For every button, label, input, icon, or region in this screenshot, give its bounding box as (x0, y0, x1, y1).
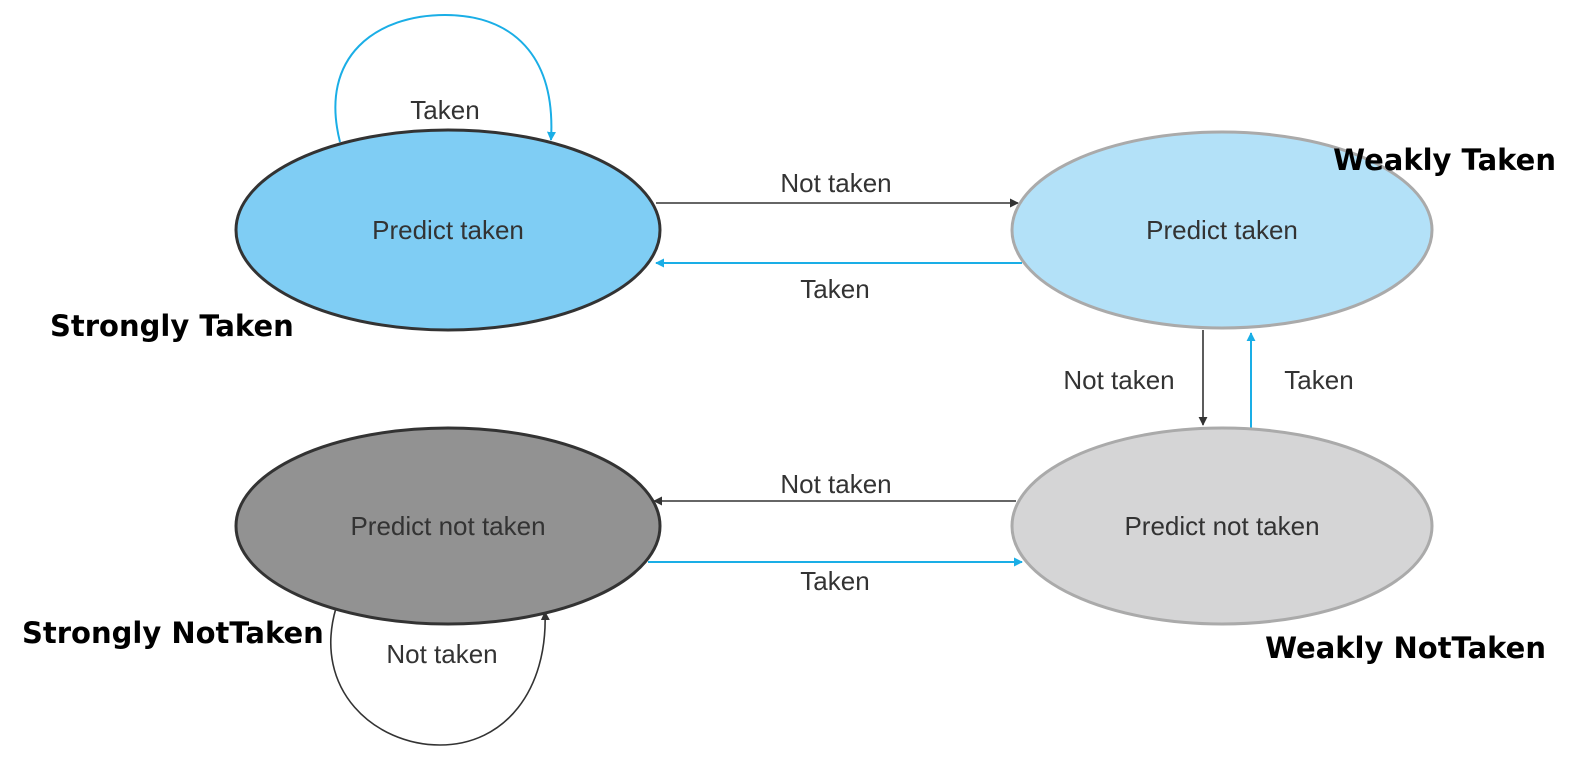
tag-weakly-not-taken: Weakly NotTaken (1265, 631, 1546, 665)
wt-to-wnt-label: Not taken (1063, 365, 1174, 395)
snt-to-wnt-label: Taken (800, 566, 869, 596)
st-self-loop-label: Taken (410, 95, 479, 125)
snt-self-loop-label: Not taken (386, 639, 497, 669)
state-strongly-taken-label: Predict taken (372, 215, 524, 245)
wnt-to-wt-label: Taken (1284, 365, 1353, 395)
state-weakly-taken-label: Predict taken (1146, 215, 1298, 245)
state-strongly-not-taken-ellipse (234, 426, 662, 626)
state-strongly-taken: Predict taken (234, 128, 662, 332)
state-weakly-not-taken: Predict not taken (1010, 426, 1434, 626)
tag-strongly-not-taken: Strongly NotTaken (22, 616, 324, 650)
st-to-wt-label: Not taken (780, 168, 891, 198)
state-strongly-not-taken: Predict not taken (234, 426, 662, 626)
wnt-to-snt-label: Not taken (780, 469, 891, 499)
state-weakly-not-taken-label: Predict not taken (1124, 511, 1319, 541)
state-strongly-not-taken-label: Predict not taken (350, 511, 545, 541)
st-self-loop-arrow (334, 13, 556, 143)
state-strongly-taken-ellipse (234, 128, 662, 332)
state-weakly-taken-ellipse (1010, 130, 1434, 330)
snt-self-loop-arrow (330, 607, 550, 746)
tag-strongly-taken: Strongly Taken (50, 309, 294, 343)
wt-to-st-label: Taken (800, 274, 869, 304)
state-weakly-taken: Predict taken (1010, 130, 1434, 330)
tag-weakly-taken: Weakly Taken (1333, 143, 1556, 177)
state-weakly-not-taken-ellipse (1010, 426, 1434, 626)
